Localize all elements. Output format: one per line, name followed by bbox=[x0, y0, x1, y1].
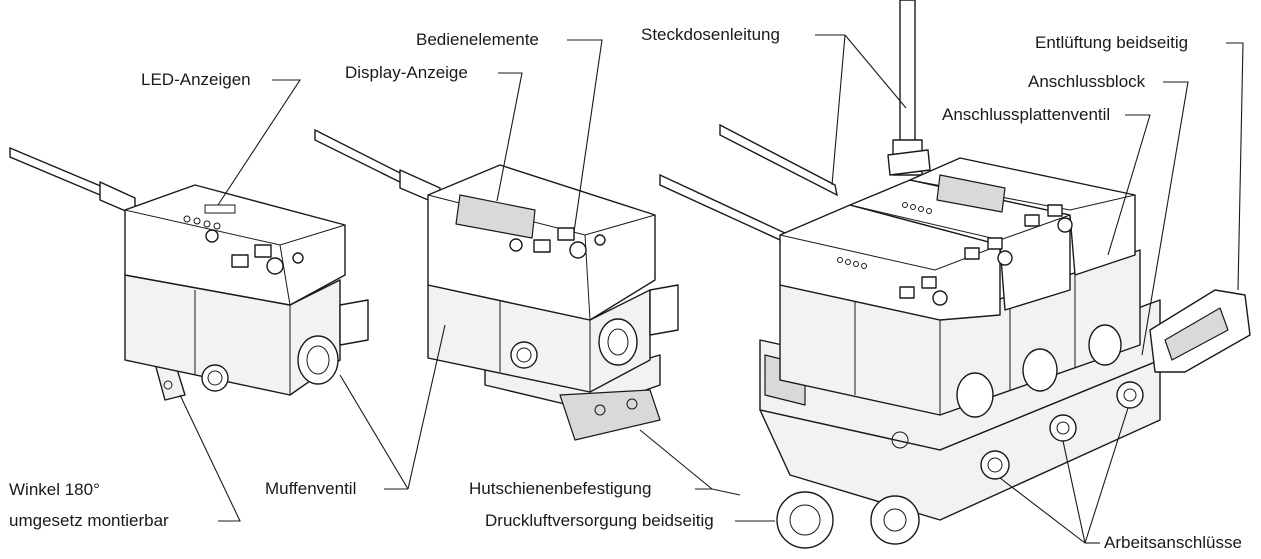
device-anschlussblock bbox=[659, 0, 1251, 549]
device-display-hutschiene bbox=[314, 128, 679, 441]
label-hutschienen: Hutschienenbefestigung bbox=[469, 479, 652, 498]
leader-display-anzeige bbox=[496, 72, 523, 202]
display-screen bbox=[455, 194, 536, 239]
control-button bbox=[231, 254, 249, 268]
label-winkel-line2: umgesetz montierbar bbox=[9, 511, 169, 530]
label-led-anzeigen: LED-Anzeigen bbox=[141, 70, 251, 89]
din-rail-clip bbox=[559, 389, 661, 441]
control-knob bbox=[569, 241, 587, 259]
control-button bbox=[254, 244, 272, 258]
label-anschlussblock: Anschlussblock bbox=[1028, 72, 1146, 91]
leader-entlueftung bbox=[1226, 42, 1244, 291]
leader-anschlussblock bbox=[1141, 81, 1189, 356]
leader-lines bbox=[179, 34, 1244, 544]
control-knob bbox=[266, 257, 284, 275]
label-display-anzeige: Display-Anzeige bbox=[345, 63, 468, 82]
control-button bbox=[533, 239, 551, 253]
cable bbox=[314, 128, 413, 190]
display-screen bbox=[936, 174, 1006, 213]
leader-winkel bbox=[179, 394, 241, 522]
cable bbox=[719, 123, 838, 197]
label-entlueftung: Entlüftung beidseitig bbox=[1035, 33, 1189, 52]
leader-anschlussplattenventil bbox=[1107, 114, 1151, 256]
cable-vertical bbox=[899, 0, 916, 146]
label-steckdosenleitung: Steckdosenleitung bbox=[641, 25, 780, 44]
electronics-housing bbox=[124, 184, 346, 306]
front-port-fitting bbox=[201, 364, 229, 392]
led-indicators bbox=[183, 204, 236, 230]
work-port bbox=[1049, 414, 1077, 442]
control-button bbox=[557, 227, 575, 241]
label-arbeitsanschluesse: Arbeitsanschlüsse bbox=[1104, 533, 1242, 552]
front-port-fitting bbox=[510, 341, 538, 369]
work-port bbox=[980, 450, 1010, 480]
device-led-muffenventil bbox=[9, 146, 369, 401]
supply-fitting bbox=[776, 491, 834, 549]
label-anschlussplattenventil: Anschlussplattenventil bbox=[942, 105, 1111, 124]
label-winkel-line1: Winkel 180° bbox=[9, 480, 100, 499]
label-muffenventil: Muffenventil bbox=[265, 479, 357, 498]
work-port bbox=[1116, 381, 1144, 409]
cable bbox=[9, 146, 113, 202]
label-bedienelemente: Bedienelemente bbox=[416, 30, 539, 49]
leader-led-anzeigen bbox=[217, 79, 302, 206]
label-druckluft: Druckluftversorgung beidseitig bbox=[485, 511, 714, 530]
leader-bedienelemente bbox=[567, 39, 603, 233]
